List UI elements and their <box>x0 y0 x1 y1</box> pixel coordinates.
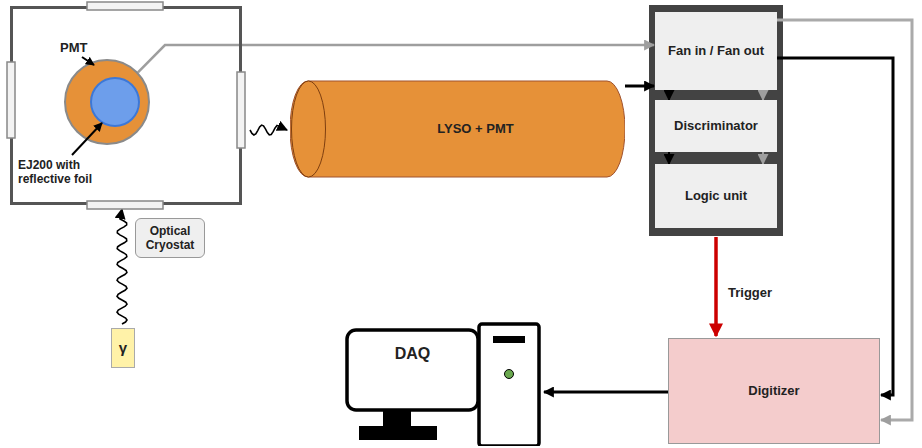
node-label: Logic unit <box>685 188 747 204</box>
cryostat-window <box>87 2 163 10</box>
node-label: Discriminator <box>674 118 758 134</box>
signal-cable <box>625 85 654 88</box>
computer-outline <box>345 322 542 446</box>
node-label: Optical Cryostat <box>135 218 205 258</box>
module-box: Logic unit <box>655 164 777 228</box>
module-box: Fan in / Fan out <box>655 12 777 90</box>
digitizer-box: Digitizer <box>668 338 880 444</box>
signal-arrow <box>762 152 764 164</box>
cylinder-body <box>290 81 625 177</box>
monitor-screen <box>347 330 478 410</box>
source-box: γ <box>111 328 135 368</box>
radiation-arrow <box>117 209 127 324</box>
node-label: LYSO + PMT <box>437 121 513 137</box>
signal-arrow <box>668 90 670 100</box>
cryostat-window <box>237 72 245 148</box>
node-label: PMT <box>60 40 87 56</box>
leader-arrow <box>82 57 94 65</box>
node-label: Fan in / Fan out <box>668 43 764 59</box>
drive-slot <box>493 336 525 343</box>
node-label: Digitizer <box>748 383 799 399</box>
cylinder-face <box>292 81 326 177</box>
node-label: EJ200 with reflective foil <box>18 158 113 187</box>
node-label: γ <box>119 339 127 357</box>
data-arrow <box>544 391 668 394</box>
node-label: DAQ <box>345 334 480 374</box>
power-led <box>505 370 514 379</box>
cryostat-window <box>87 201 163 209</box>
signal-arrow <box>668 152 670 164</box>
module-box: Discriminator <box>655 100 777 152</box>
signal-cable <box>138 45 654 72</box>
computer-icon: DAQ <box>345 322 542 446</box>
edge-label: Trigger <box>726 285 774 300</box>
rack-frame <box>649 5 783 236</box>
computer-tower <box>479 324 539 446</box>
crystal-cylinder: LYSO + PMT <box>290 80 625 178</box>
radiation-arrow <box>250 125 287 135</box>
leader-arrow <box>72 123 102 155</box>
monitor-base <box>359 426 437 440</box>
scintillator-circle: EJ200 with reflective foil <box>90 77 140 127</box>
trigger-arrow <box>714 237 718 336</box>
pmt-circle: PMTEJ200 with reflective foil <box>64 59 150 145</box>
monitor-neck <box>383 410 411 426</box>
signal-arrow <box>762 90 764 100</box>
cryostat-window <box>7 62 15 138</box>
cryostat-outline: Optical CryostatPMTEJ200 with reflective… <box>10 6 242 205</box>
